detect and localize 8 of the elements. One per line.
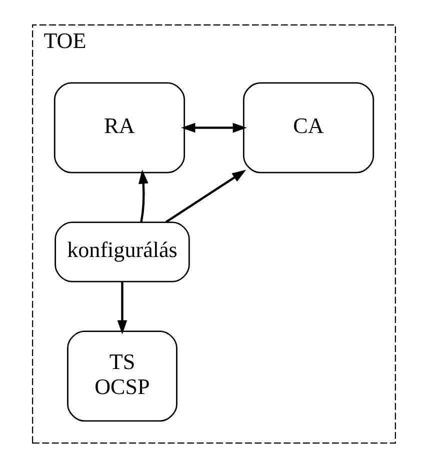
arrow <box>117 282 128 334</box>
node-box: TS OCSP <box>67 330 178 422</box>
node-box: CA <box>242 82 374 174</box>
arrow <box>138 170 148 222</box>
arrow <box>181 122 247 133</box>
node-box: konfigurálás <box>54 222 190 282</box>
node-box: RA <box>54 82 186 174</box>
arrow <box>165 170 246 223</box>
